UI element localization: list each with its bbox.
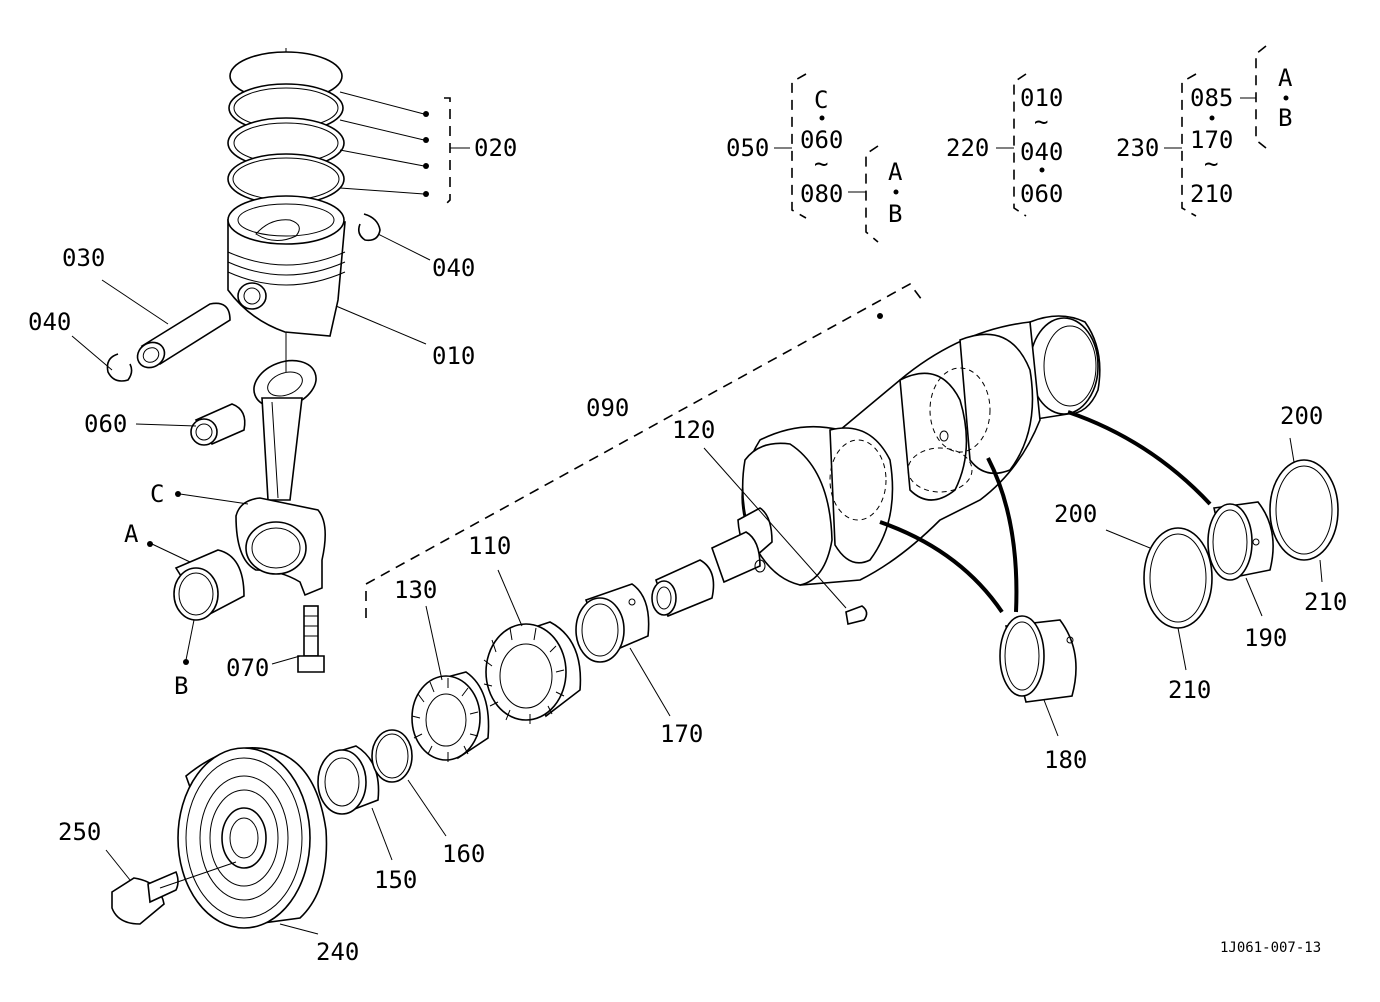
group-230-c: 210 — [1190, 180, 1233, 208]
crank-spline — [651, 559, 715, 618]
arrow-bearing-180-to-journal — [879, 520, 1004, 614]
label-040-right: 040 — [432, 254, 475, 282]
group-220-a: 010 — [1020, 84, 1063, 112]
group-230-b: 170 — [1190, 126, 1233, 154]
label-200-right: 200 — [1280, 402, 1323, 430]
group-050-sub-a: A — [888, 158, 903, 186]
group-050-tilde: ~ — [814, 150, 828, 178]
group-230 — [1164, 45, 1289, 217]
label-150: 150 — [374, 866, 417, 894]
dots — [147, 491, 189, 665]
main-bearing-180 — [999, 615, 1077, 703]
label-B: B — [174, 672, 188, 700]
piston — [227, 195, 346, 337]
small-end-bushing — [190, 403, 246, 446]
group-230-tilde: ~ — [1204, 150, 1218, 178]
group-230-a: 085 — [1190, 84, 1233, 112]
thrust-washer-front — [1143, 527, 1213, 629]
main-bearing-190 — [1207, 501, 1274, 581]
label-110: 110 — [468, 532, 511, 560]
label-010: 010 — [432, 342, 475, 370]
label-250: 250 — [58, 818, 101, 846]
leader-lines — [71, 233, 1323, 935]
label-210-right: 210 — [1304, 588, 1347, 616]
group-220-tilde: ~ — [1034, 108, 1048, 136]
connecting-rod — [235, 332, 326, 597]
dot-090 — [877, 313, 883, 319]
label-230: 230 — [1116, 134, 1159, 162]
group-050-a: 060 — [800, 126, 843, 154]
assembly-bracket-090 — [365, 282, 923, 618]
label-050: 050 — [726, 134, 769, 162]
conrod-bolt — [297, 605, 325, 673]
group-220-c: 060 — [1020, 180, 1063, 208]
collar — [317, 745, 380, 815]
group-230-sub-a: A — [1278, 64, 1293, 92]
group-220 — [996, 73, 1045, 217]
big-end-bearing — [173, 549, 245, 621]
label-120: 120 — [672, 416, 715, 444]
front-bearing — [575, 583, 650, 663]
crank-gear — [483, 621, 582, 724]
group-230-sub-b: B — [1278, 104, 1292, 132]
label-C: C — [150, 480, 164, 508]
label-060: 060 — [84, 410, 127, 438]
pulley-bolt — [111, 870, 179, 925]
group-050-b: 080 — [800, 180, 843, 208]
crankshaft-pulley — [177, 747, 328, 929]
arrow-bearing-180-to-journal-2 — [986, 457, 1019, 613]
label-220: 220 — [946, 134, 989, 162]
label-180: 180 — [1044, 746, 1087, 774]
label-A: A — [124, 520, 139, 548]
piston-rings — [227, 48, 345, 205]
group-050-sub-b: B — [888, 200, 902, 228]
oil-pump-gear — [411, 671, 490, 762]
label-190: 190 — [1244, 624, 1287, 652]
label-030: 030 — [62, 244, 105, 272]
label-210-left: 210 — [1168, 676, 1211, 704]
label-070: 070 — [226, 654, 269, 682]
arrow-bearing-190-to-journal — [1067, 410, 1212, 506]
label-200-left: 200 — [1054, 500, 1097, 528]
circlip-left — [106, 353, 133, 382]
group-220-b: 040 — [1020, 138, 1063, 166]
circlip-right — [358, 213, 381, 242]
label-240: 240 — [316, 938, 359, 966]
drawing-number: 1J061-007-13 — [1220, 940, 1321, 956]
label-170: 170 — [660, 720, 703, 748]
piston-pin — [136, 302, 231, 369]
group-050-c: C — [814, 86, 828, 114]
label-160: 160 — [442, 840, 485, 868]
thrust-washer-rear — [1269, 459, 1339, 561]
label-040-left: 040 — [28, 308, 71, 336]
o-ring — [371, 729, 413, 783]
label-130: 130 — [394, 576, 437, 604]
label-020: 020 — [474, 134, 517, 162]
label-090: 090 — [586, 394, 629, 422]
crankshaft — [711, 315, 1101, 625]
group-050 — [774, 73, 899, 243]
ring-bracket-020 — [339, 91, 470, 207]
